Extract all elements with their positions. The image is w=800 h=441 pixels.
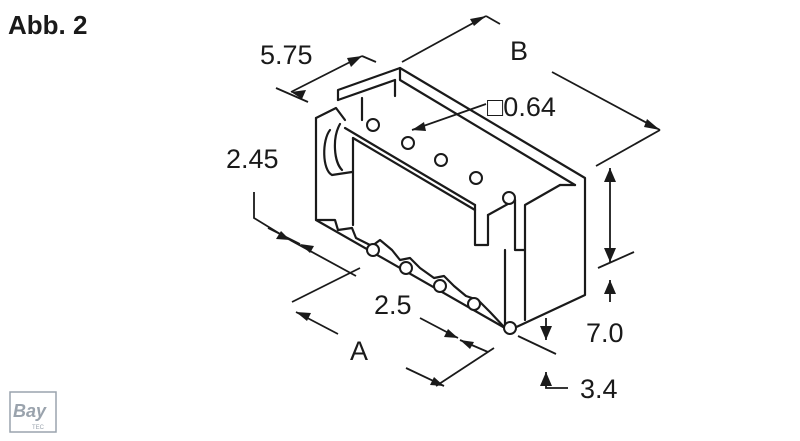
pin-top-4 <box>469 171 483 185</box>
logo-graphic: Bay TEC <box>9 391 57 433</box>
arrow-064 <box>412 122 426 131</box>
arrow-b-right <box>644 119 660 130</box>
arrow-34-bottom <box>540 372 552 386</box>
logo-subtext: TEC <box>32 425 45 431</box>
dim-label-34: 3.4 <box>580 374 618 404</box>
pin-top-1 <box>366 118 380 132</box>
arrow-25-right <box>460 340 474 349</box>
pin-bottom-4 <box>467 297 481 311</box>
dim-label-70: 7.0 <box>586 318 624 348</box>
arrow-b-left <box>470 16 486 26</box>
dim-label-a: A <box>350 336 368 366</box>
pin-bottom-3 <box>433 279 447 293</box>
arrow-245-left <box>276 231 290 240</box>
arrow-a-right <box>430 377 444 386</box>
pin-bottom-1 <box>366 243 380 257</box>
pin-bottom-5 <box>503 321 517 335</box>
pin-top-3 <box>434 153 448 167</box>
arrow-25-left <box>444 329 458 338</box>
pin-top-5 <box>502 191 516 205</box>
arrow-34-top <box>540 326 552 340</box>
arrow-a-left <box>296 312 311 321</box>
dim-label-245: 2.45 <box>226 144 279 174</box>
dim-label-b: B <box>510 36 528 66</box>
pin-top-2 <box>401 136 415 150</box>
arrow-245-right <box>300 244 314 253</box>
arrowheads <box>276 16 660 386</box>
arrow-575-left <box>291 90 306 99</box>
pin-bottom-2 <box>399 261 413 275</box>
dim-label-25: 2.5 <box>374 290 412 320</box>
baytec-logo: Bay TEC <box>8 390 60 436</box>
dimension-labels: 5.75 B □0.64 2.45 2.5 A 7.0 3.4 <box>226 36 624 404</box>
arrow-70-top <box>604 168 616 182</box>
figure-title: Abb. 2 <box>8 10 88 40</box>
pins <box>366 118 517 335</box>
arrow-70-lower <box>604 280 616 294</box>
arrow-575-right <box>347 56 362 67</box>
dim-label-064: □0.64 <box>487 92 556 122</box>
arrow-70-bottom <box>604 248 616 262</box>
dim-label-575: 5.75 <box>260 40 313 70</box>
logo-text: Bay <box>13 401 47 421</box>
